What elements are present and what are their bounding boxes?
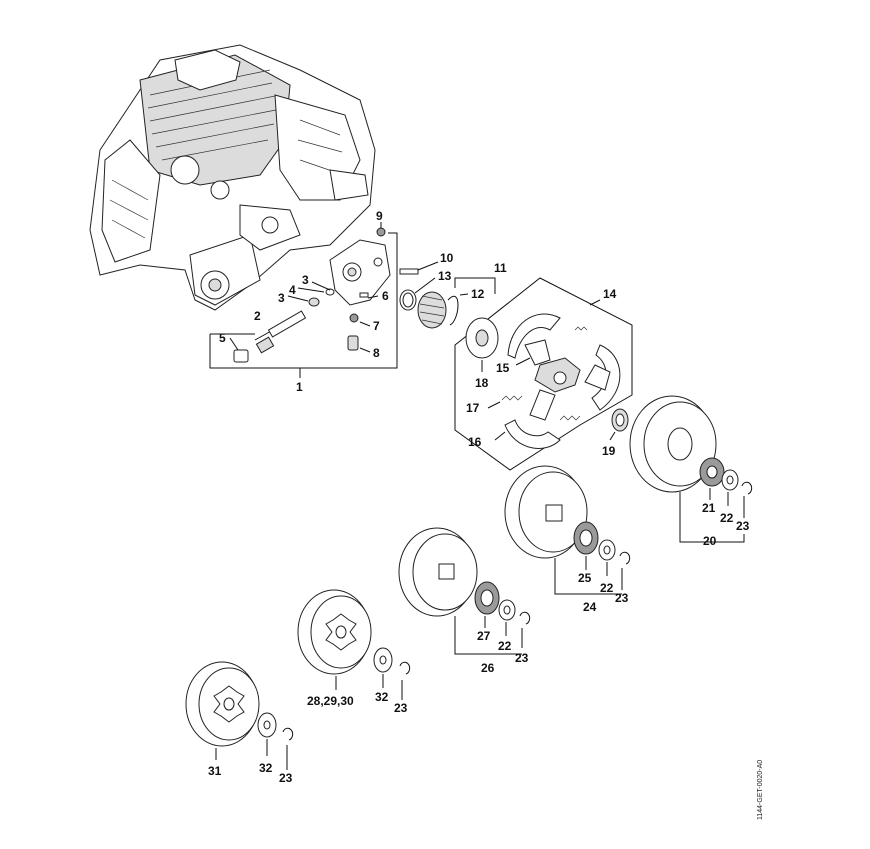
label-17: 17 [466, 401, 480, 415]
label-23e: 23 [279, 771, 293, 785]
label-23c: 23 [515, 651, 529, 665]
label-21: 21 [702, 501, 716, 515]
label-3b: 3 [302, 273, 309, 287]
label-22a: 22 [720, 511, 734, 525]
label-13: 13 [438, 269, 452, 283]
label-23b: 23 [615, 591, 629, 605]
label-2: 2 [254, 309, 261, 323]
label-16: 16 [468, 435, 482, 449]
label-22b: 22 [600, 581, 614, 595]
label-25: 25 [578, 571, 592, 585]
label-11: 11 [494, 261, 507, 275]
label-7: 7 [373, 319, 380, 333]
label-9: 9 [376, 209, 383, 223]
label-5: 5 [219, 331, 226, 345]
label-4: 4 [289, 283, 296, 297]
oil-pump-group: 1 9 2 5 3 4 3 6 7 [209, 209, 398, 394]
clutch-drum-20: 21 22 23 20 [629, 395, 753, 548]
label-19: 19 [602, 444, 616, 458]
clutch-group: 14 18 16 15 17 [454, 277, 633, 471]
spur-sprocket-28-30: 28,29,30 32 23 [297, 589, 411, 715]
label-1: 1 [296, 380, 303, 394]
screw-9-icon [376, 227, 386, 237]
label-31: 31 [208, 764, 222, 778]
label-32b: 32 [259, 761, 273, 775]
spur-sprocket-31: 31 32 23 [185, 661, 294, 785]
label-22c: 22 [498, 639, 512, 653]
label-15: 15 [496, 361, 510, 375]
label-20: 20 [703, 534, 717, 548]
label-8: 8 [373, 346, 380, 360]
label-32a: 32 [375, 690, 389, 704]
label-14: 14 [603, 287, 617, 301]
clutch-drum-24: 25 22 23 24 [504, 465, 631, 614]
label-27: 27 [477, 629, 491, 643]
document-id: 1144-GET-0020-A0 [757, 760, 764, 820]
clutch-drum-26: 27 22 23 26 [398, 527, 531, 675]
label-24: 24 [583, 600, 597, 614]
label-23d: 23 [394, 701, 408, 715]
engine-housing-illustration [89, 44, 376, 311]
clutch-parts-upper: 10 13 12 11 [399, 251, 507, 329]
label-28: 28,29,30 [307, 694, 354, 708]
label-26: 26 [481, 661, 495, 675]
label-3a: 3 [278, 291, 285, 305]
label-10: 10 [440, 251, 454, 265]
needle-cage: 19 [602, 408, 629, 458]
label-18: 18 [475, 376, 489, 390]
label-6: 6 [382, 289, 389, 303]
label-23a: 23 [736, 519, 750, 533]
label-12: 12 [471, 287, 485, 301]
